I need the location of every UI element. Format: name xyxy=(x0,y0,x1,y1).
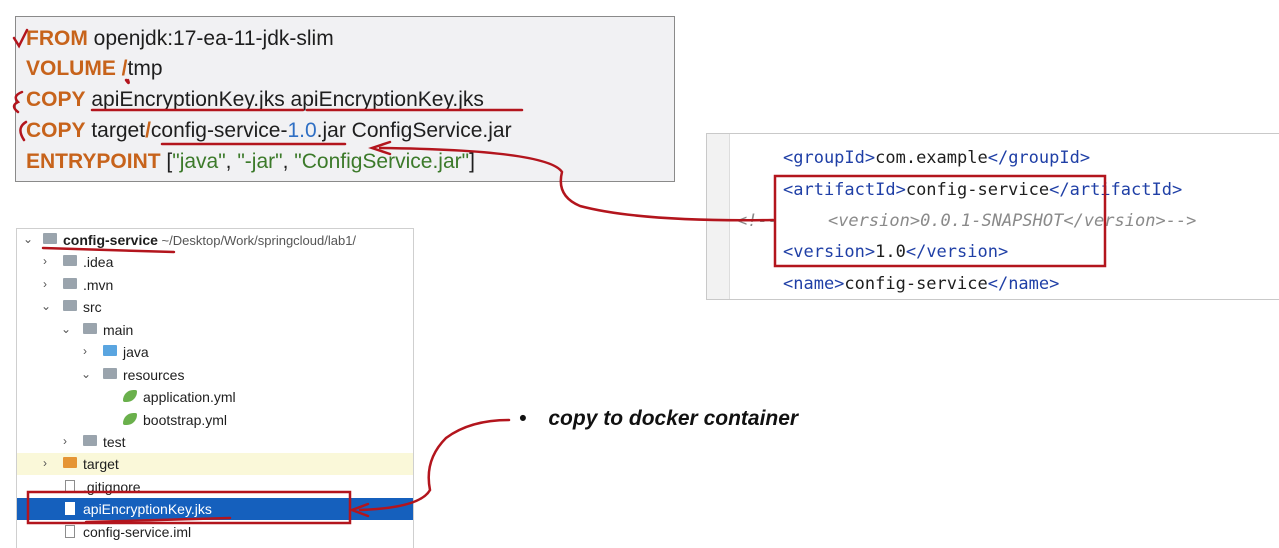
underline-annotation xyxy=(84,516,232,524)
chevron-right-icon[interactable]: › xyxy=(43,254,47,268)
pom-line-groupid: <groupId>com.example</groupId> xyxy=(783,148,1091,168)
tree-item-label: java xyxy=(123,344,149,360)
tree-item-label: apiEncryptionKey.jks xyxy=(83,501,212,517)
project-tree-panel: ⌄ config-service ~/Desktop/Work/springcl… xyxy=(16,228,414,548)
folder-icon xyxy=(83,323,97,334)
dockerfile-panel: FROM openjdk:17-ea-11-jdk-slim VOLUME /t… xyxy=(15,16,675,182)
tree-item-java[interactable]: › java xyxy=(17,341,413,363)
arrow-line xyxy=(358,418,511,512)
tree-root-name: config-service xyxy=(63,232,158,248)
arrow-head xyxy=(348,502,370,518)
underline-annotation xyxy=(124,78,130,85)
folder-icon xyxy=(63,300,77,311)
checkmark-annotation xyxy=(12,28,29,49)
chevron-right-icon[interactable]: › xyxy=(43,277,47,291)
chevron-right-icon[interactable]: › xyxy=(83,344,87,358)
chevron-down-icon[interactable]: ⌄ xyxy=(61,322,72,336)
tree-root-path: ~/Desktop/Work/springcloud/lab1/ xyxy=(157,233,357,248)
source-folder-icon xyxy=(103,345,117,356)
folder-icon xyxy=(83,435,97,446)
tree-item-label: src xyxy=(83,299,102,315)
brace-annotation xyxy=(19,120,28,142)
arrow-head xyxy=(368,140,392,156)
tree-item-label: target xyxy=(83,456,119,472)
dockerfile-line-copy-jar: COPY target/config-service-1.0.jar Confi… xyxy=(26,119,512,142)
tree-item-label: resources xyxy=(123,367,185,383)
editor-gutter xyxy=(707,134,730,299)
spring-config-icon xyxy=(123,390,137,402)
folder-icon xyxy=(63,278,77,289)
tree-item-test[interactable]: › test xyxy=(17,431,413,453)
tree-root[interactable]: ⌄ config-service ~/Desktop/Work/springcl… xyxy=(17,229,413,251)
folder-icon xyxy=(63,255,77,266)
tree-item-resources[interactable]: ⌄ resources xyxy=(17,364,413,386)
file-icon xyxy=(65,502,75,515)
pom-line-version: <version>1.0</version> xyxy=(783,242,1009,262)
tree-item-api-encryption-key[interactable]: apiEncryptionKey.jks xyxy=(17,498,413,520)
tree-item-config-service-iml[interactable]: config-service.iml xyxy=(17,521,413,543)
callout-text: •copy to docker container xyxy=(519,407,799,430)
dockerfile-line-from: FROM openjdk:17-ea-11-jdk-slim xyxy=(26,27,334,50)
tree-item-mvn[interactable]: › .mvn xyxy=(17,274,413,296)
tree-item-label: .mvn xyxy=(83,277,114,293)
highlight-box xyxy=(26,490,352,525)
chevron-right-icon[interactable]: › xyxy=(63,434,67,448)
dockerfile-line-volume: VOLUME /tmp xyxy=(26,57,163,80)
tree-item-main[interactable]: ⌄ main xyxy=(17,319,413,341)
module-folder-icon xyxy=(43,233,57,244)
dockerfile-line-copy-key: COPY apiEncryptionKey.jks apiEncryptionK… xyxy=(26,88,484,111)
excluded-folder-icon xyxy=(63,457,77,468)
arrow-line xyxy=(378,146,775,222)
tree-item-target[interactable]: › target xyxy=(17,453,413,475)
tree-item-label: test xyxy=(103,434,126,450)
spring-config-icon xyxy=(123,413,137,425)
chevron-right-icon[interactable]: › xyxy=(43,456,47,470)
chevron-down-icon[interactable]: ⌄ xyxy=(41,299,52,313)
highlight-box xyxy=(773,174,1107,268)
resources-folder-icon xyxy=(103,368,117,379)
dockerfile-line-entrypoint: ENTRYPOINT ["java", "-jar", "ConfigServi… xyxy=(26,150,475,173)
brace-annotation xyxy=(12,90,24,114)
pom-line-name: <name>config-service</name> xyxy=(783,274,1060,294)
tree-item-label: main xyxy=(103,322,134,338)
tree-item-label: bootstrap.yml xyxy=(143,412,228,428)
tree-item-label: .idea xyxy=(83,254,114,270)
chevron-down-icon[interactable]: ⌄ xyxy=(23,232,34,246)
underline-annotation xyxy=(41,246,176,254)
chevron-down-icon[interactable]: ⌄ xyxy=(81,367,92,381)
pom-line-artifactid: <artifactId>config-service</artifactId> xyxy=(783,180,1183,200)
tree-item-label: application.yml xyxy=(143,389,236,405)
tree-item-application-yml[interactable]: application.yml xyxy=(17,386,413,408)
tree-item-bootstrap-yml[interactable]: bootstrap.yml xyxy=(17,409,413,431)
tree-item-src[interactable]: ⌄ src xyxy=(17,296,413,318)
tree-item-label: config-service.iml xyxy=(83,524,192,540)
module-file-icon xyxy=(65,525,75,538)
tree-item-idea[interactable]: › .idea xyxy=(17,251,413,273)
